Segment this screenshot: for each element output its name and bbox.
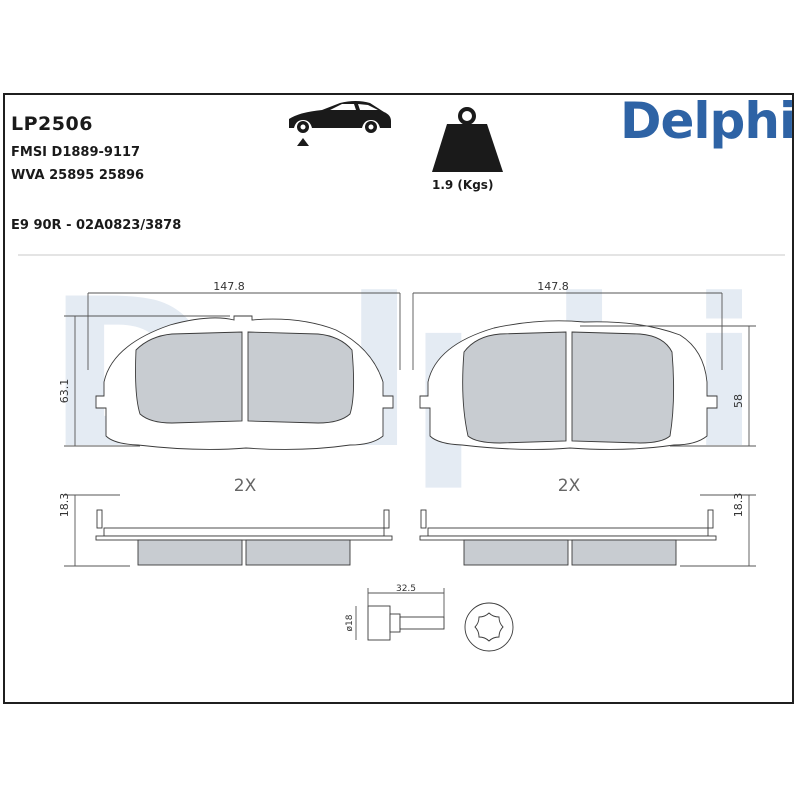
right-pad-width-dim: 147.8	[537, 280, 569, 293]
car-front-axle-icon	[289, 101, 391, 146]
left-pad-front-view	[64, 292, 401, 450]
approval-number: E9 90R - 02A0823/3878	[11, 218, 182, 233]
fmsi-number: FMSI D1889-9117	[11, 145, 141, 160]
right-pad-front-view	[412, 292, 756, 450]
right-pad-thickness-dim: 18.3	[732, 493, 745, 518]
drawing-frame	[3, 93, 794, 704]
weight-icon	[432, 107, 503, 172]
left-pad-height-dim: 63.1	[58, 379, 71, 404]
wva-number: WVA 25895 25896	[11, 168, 145, 183]
part-code: LP2506	[11, 113, 93, 135]
right-pad-side-view	[419, 494, 756, 567]
left-pad-qty: 2X	[234, 476, 257, 496]
right-pad-qty: 2X	[558, 476, 581, 496]
bolt-length-dim: 32.5	[396, 584, 416, 594]
brand-logo: Delphi	[620, 92, 796, 150]
right-pad-height-dim: 58	[732, 394, 745, 408]
weight-label: 1.9 (Kgs)	[432, 178, 494, 192]
bolt-head-view	[464, 602, 514, 652]
bolt-side-view	[355, 588, 445, 641]
left-pad-side-view	[64, 494, 393, 567]
left-pad-width-dim: 147.8	[213, 280, 245, 293]
left-pad-thickness-dim: 18.3	[58, 493, 71, 518]
bolt-diameter-dim: ø18	[345, 614, 355, 631]
